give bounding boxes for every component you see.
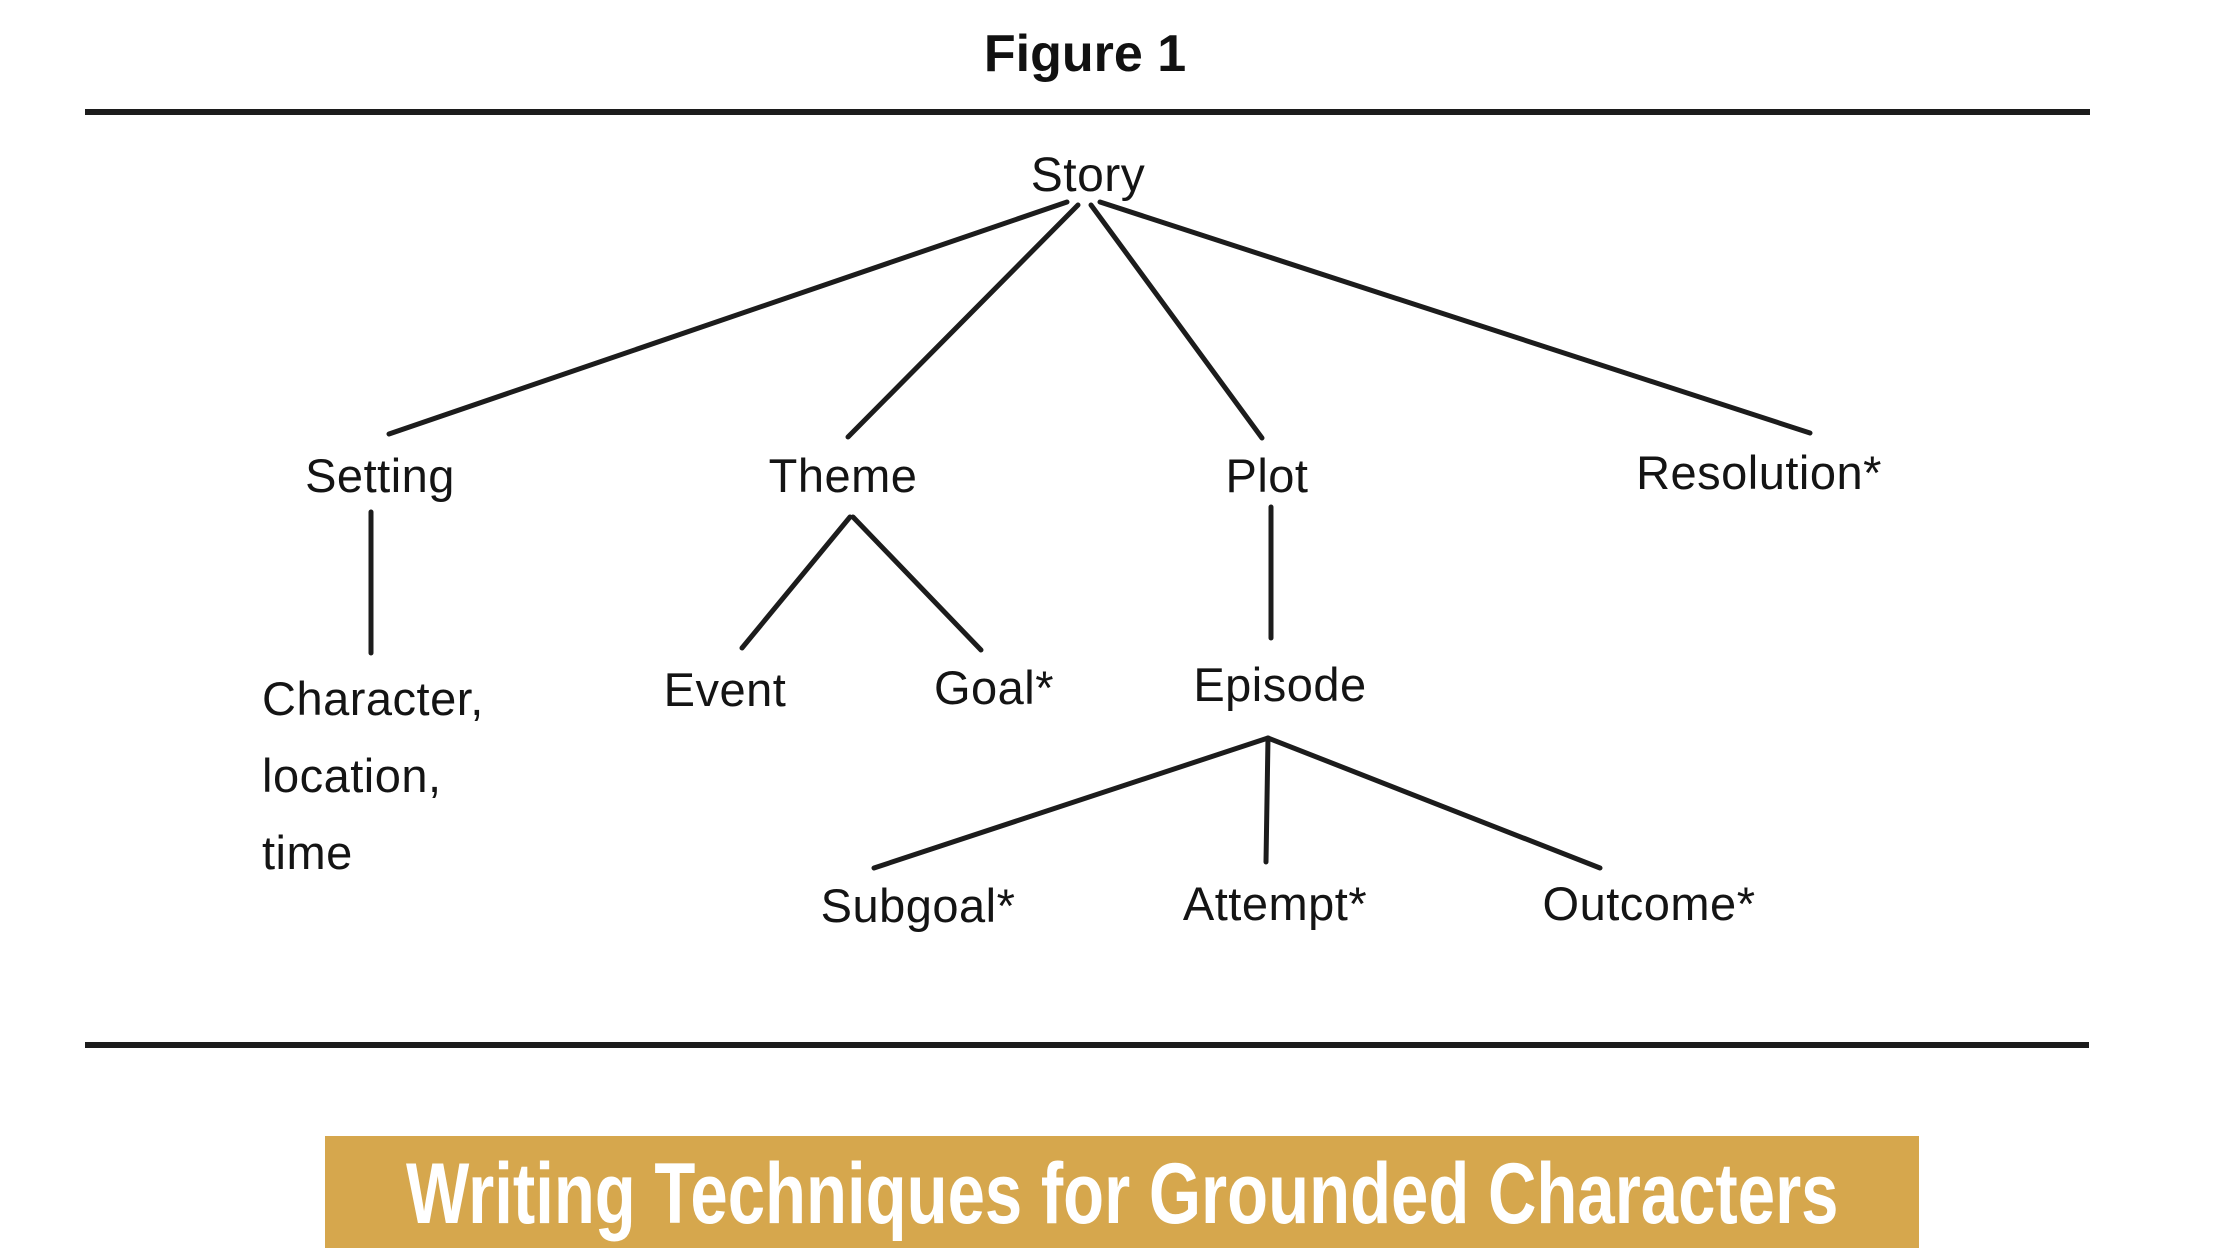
edge-story-plot bbox=[1088, 202, 1265, 441]
node-label-character-location-time: Character, location, time bbox=[262, 672, 484, 879]
edge-theme-goal bbox=[850, 514, 984, 653]
banner-title-text: Writing Techniques for Grounded Characte… bbox=[405, 1145, 1839, 1242]
node-label-event: Event bbox=[663, 663, 787, 716]
node-label-goal: Goal* bbox=[933, 661, 1055, 714]
edge-episode-outcome bbox=[1265, 735, 1603, 871]
node-label-outcome: Outcome* bbox=[1542, 877, 1756, 930]
edge-story-setting bbox=[386, 199, 1070, 437]
edge-episode-attempt bbox=[1263, 735, 1271, 865]
node-label-setting: Setting bbox=[305, 449, 455, 502]
node-label-theme: Theme bbox=[768, 449, 918, 502]
node-label-attempt: Attempt* bbox=[1182, 877, 1368, 930]
node-label-story: Story bbox=[1030, 149, 1146, 202]
title-banner: Writing Techniques for Grounded Characte… bbox=[325, 1136, 1919, 1248]
figure-title: Figure 1 bbox=[983, 25, 1187, 83]
edge-story-theme bbox=[845, 202, 1081, 440]
edge-story-resolution bbox=[1097, 199, 1813, 436]
node-label-episode: Episode bbox=[1193, 658, 1367, 711]
node-label-plot: Plot bbox=[1225, 449, 1309, 502]
edge-theme-event bbox=[739, 514, 853, 651]
node-label-subgoal: Subgoal* bbox=[820, 879, 1016, 932]
node-label-resolution: Resolution* bbox=[1636, 446, 1882, 499]
edge-episode-subgoal bbox=[871, 735, 1271, 871]
